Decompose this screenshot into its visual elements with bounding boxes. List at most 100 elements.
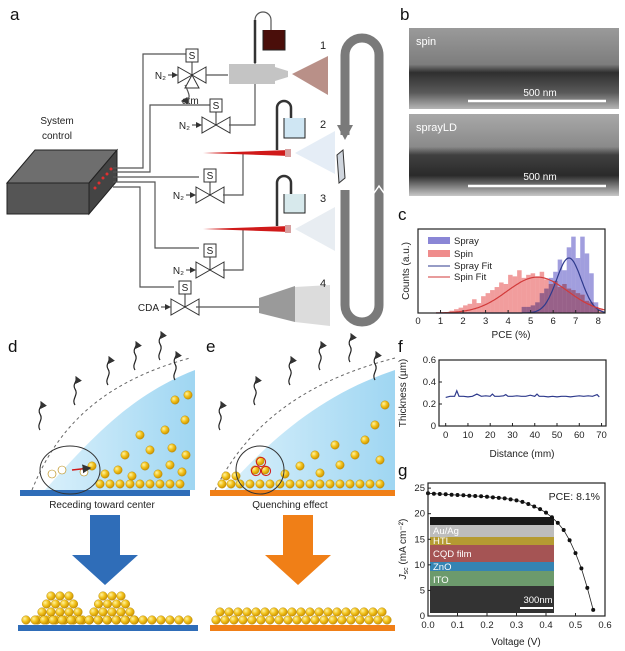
nanoparticle: [305, 479, 315, 489]
evaporation-arrow-icon: [106, 355, 115, 386]
conveyor-loop: [336, 33, 387, 327]
nanoparticle: [177, 467, 187, 477]
hist-bar-spin: [503, 283, 509, 313]
substrate-bottom: [210, 625, 395, 631]
nozzle-number-4: 4: [320, 278, 326, 290]
sem-label-spin: spin: [416, 36, 436, 48]
layer-particle: [314, 607, 324, 617]
layer-particle: [305, 607, 315, 617]
evaporation-arrow-icon: [158, 330, 167, 361]
jv-point: [479, 494, 484, 499]
system-control-label-1: System: [40, 116, 73, 127]
valve-4: SN₂: [173, 243, 225, 279]
caption-d: Receding toward center: [49, 500, 155, 511]
legend: Spray Spin Spray Fit Spin Fit: [428, 236, 492, 283]
hist-bar-spin: [463, 305, 468, 313]
x-tick-label: 0.0: [421, 620, 434, 631]
x-tick-label: 30: [507, 430, 518, 441]
pile-particle: [174, 615, 184, 625]
jv-point: [585, 585, 590, 590]
nanoparticle: [180, 415, 190, 425]
dashed-contact-line: [31, 357, 191, 491]
substrate: [210, 490, 395, 496]
plot-frame: [427, 482, 606, 617]
pile-particle: [57, 615, 67, 625]
inset-scale-text: 300nm: [523, 595, 552, 606]
legend-spin-fit: Spin Fit: [454, 272, 487, 283]
nanoparticle: [115, 479, 125, 489]
nanoparticle: [285, 479, 295, 489]
panel-label-c: c: [398, 205, 407, 224]
layer-particle: [368, 607, 378, 617]
nanoparticle: [160, 425, 170, 435]
nanoparticle: [350, 450, 360, 460]
pile-particle: [64, 607, 74, 617]
hist-bar-spray: [548, 277, 554, 313]
highlight-ring: [255, 456, 267, 468]
nanoparticle: [105, 479, 115, 489]
jv-point: [443, 492, 448, 497]
evaporation-arrow-icon: [288, 355, 297, 386]
layer-particle: [238, 615, 248, 625]
layer-particle: [355, 615, 365, 625]
jv-point: [538, 507, 543, 512]
layer-particle: [260, 607, 270, 617]
beaker-2: [283, 118, 306, 139]
pile-particle: [75, 615, 85, 625]
jv-point: [437, 491, 442, 496]
hist-bar-spray: [544, 288, 549, 313]
nozzle-number-3: 3: [320, 193, 326, 205]
hist-bar-spray: [566, 247, 572, 313]
layer-label-au-ag: Au/Ag: [433, 526, 459, 537]
x-tick-label: 6: [551, 316, 556, 327]
pile-particle: [55, 591, 65, 601]
nanoparticle: [217, 479, 227, 489]
jv-point: [461, 493, 466, 498]
pile-particle: [107, 607, 117, 617]
layer-particle: [256, 615, 266, 625]
hist-bar-spin: [521, 277, 527, 313]
hist-bar-spin: [476, 303, 482, 313]
y-tick-label: 20: [414, 509, 425, 520]
jv-point: [526, 501, 531, 506]
hist-bar-spray: [530, 305, 536, 313]
faded-particle: [47, 469, 57, 479]
highlight-ring: [260, 465, 272, 477]
jv-point: [431, 491, 436, 496]
layer-particle: [373, 615, 383, 625]
fit-line-spin-fit: [435, 276, 606, 314]
sem-inset: Au/Ag HTL CQD film ZnO ITO 300nm: [430, 517, 554, 613]
layer-particle: [247, 615, 257, 625]
down-arrow-blue-icon: [72, 515, 138, 585]
nanoparticle: [265, 479, 275, 489]
gas-label: N₂: [179, 121, 190, 132]
layer-particle: [287, 607, 297, 617]
layer-particle: [296, 607, 306, 617]
x-tick-label: 10: [463, 430, 474, 441]
nanoparticle: [226, 479, 236, 489]
evaporation-arrows: [38, 330, 182, 431]
jv-point: [544, 510, 548, 515]
nanoparticle: [135, 479, 145, 489]
jv-point: [567, 538, 572, 543]
panel-label-e: e: [206, 337, 215, 356]
dashed-contact-line: [214, 357, 396, 491]
faded-particle: [57, 465, 67, 475]
valve-1: SN₂: [155, 48, 207, 89]
pile-particle: [102, 615, 112, 625]
panel-d-receding: d Receding toward center: [8, 330, 198, 631]
hist-bar-spin: [458, 307, 464, 313]
nanoparticle: [365, 479, 375, 489]
layer-particle: [220, 615, 230, 625]
nozzle-3: [203, 207, 335, 251]
solenoid-box: [203, 168, 217, 183]
nanoparticle: [155, 479, 165, 489]
nozzle-4-quench: [259, 285, 330, 326]
nanoparticle: [221, 471, 231, 481]
nanoparticle: [145, 479, 155, 489]
solenoid-label: S: [207, 246, 214, 257]
evaporation-arrows: [218, 332, 382, 431]
